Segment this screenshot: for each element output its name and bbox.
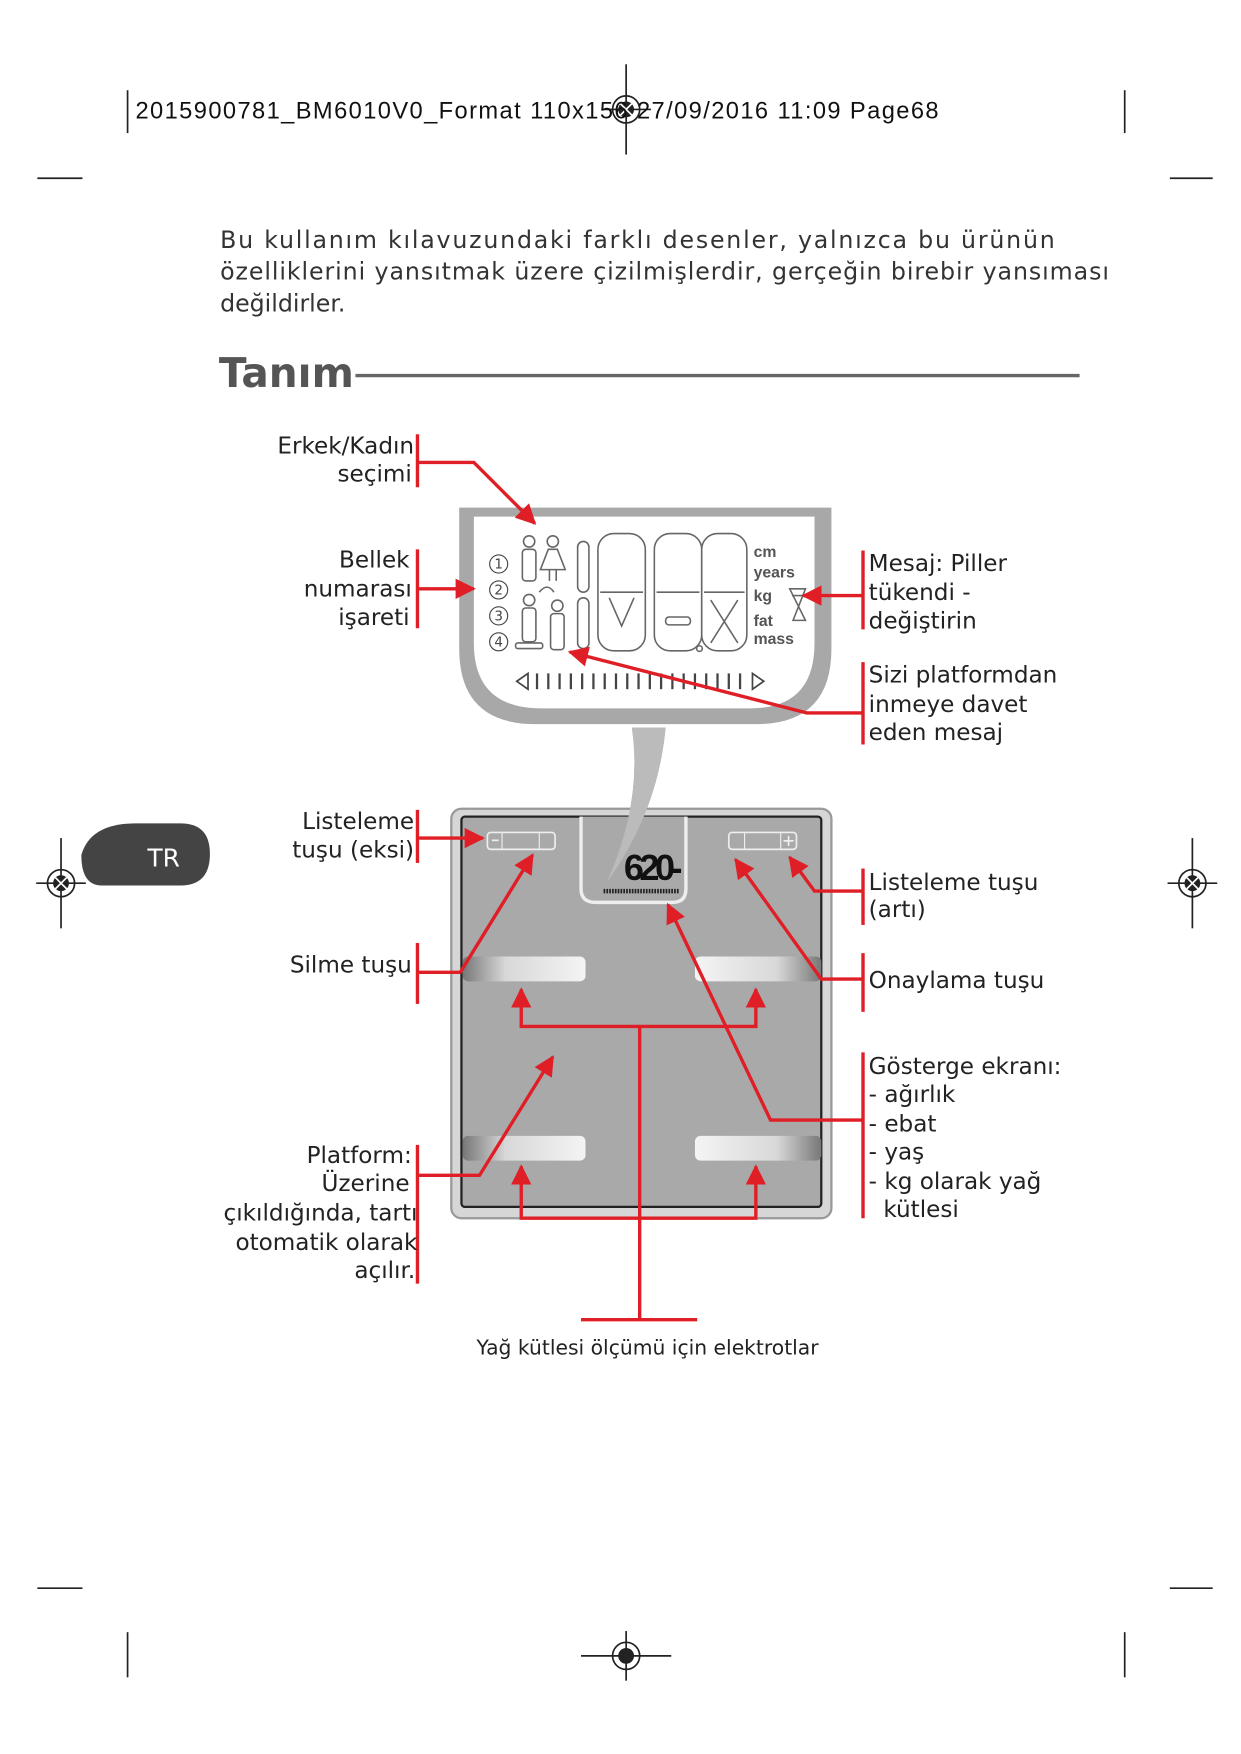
- language-tab: TR: [81, 823, 210, 886]
- section-title: Tanım: [219, 349, 354, 397]
- svg-text:Gösterge ekranı:: Gösterge ekranı:: [869, 1054, 1062, 1080]
- scale-reading: 620-: [624, 847, 683, 888]
- confirm-list-plus-buttons[interactable]: [727, 831, 798, 851]
- svg-text:seçimi: seçimi: [337, 462, 411, 488]
- unit-fat: fat: [754, 613, 774, 630]
- crop-marks: [37, 90, 1213, 1678]
- svg-text:Listeleme tuşu: Listeleme tuşu: [869, 870, 1039, 896]
- svg-text:Sizi platformdan: Sizi platformdan: [869, 662, 1058, 688]
- electrode-top-left: [462, 956, 586, 982]
- svg-text:Silme tuşu: Silme tuşu: [290, 952, 412, 978]
- svg-text:işareti: işareti: [338, 605, 409, 631]
- svg-text:çıkıldığında, tartı: çıkıldığında, tartı: [224, 1200, 418, 1226]
- svg-text:numarası: numarası: [304, 577, 412, 603]
- registration-mark-icon: [581, 1631, 672, 1681]
- svg-text:kütlesi: kütlesi: [869, 1197, 959, 1223]
- female-icon: [539, 534, 567, 581]
- electrode-bottom-right: [694, 1135, 822, 1161]
- registration-mark-icon: [1166, 837, 1219, 930]
- unit-kg: kg: [754, 588, 772, 605]
- svg-text:- ebat: - ebat: [869, 1111, 937, 1137]
- svg-text:4: 4: [494, 634, 503, 650]
- svg-text:inmeye davet: inmeye davet: [869, 692, 1028, 718]
- plus-icon: [783, 835, 794, 846]
- male-icon: [521, 534, 537, 582]
- callout-labels: Erkek/Kadın seçimi Bellek numarası işare…: [224, 433, 419, 1284]
- svg-text:- ağırlık: - ağırlık: [869, 1082, 956, 1108]
- svg-text:tuşu (eksi): tuşu (eksi): [292, 837, 414, 863]
- unit-cm: cm: [754, 544, 777, 561]
- svg-text:Platform:: Platform:: [307, 1143, 412, 1169]
- scale-illustration: 620-: [450, 727, 833, 1220]
- unit-years: years: [754, 565, 795, 582]
- svg-text:3: 3: [494, 608, 503, 624]
- unit-mass: mass: [754, 631, 795, 648]
- svg-text:Listeleme: Listeleme: [302, 809, 414, 835]
- registration-mark-icon: [35, 837, 87, 930]
- svg-text:tükendi -: tükendi -: [869, 580, 971, 606]
- seven-segment-digits: [576, 532, 748, 653]
- callout-labels-right: Mesaj: Piller tükendi - değiştirin Sizi …: [869, 551, 1062, 1223]
- svg-text:(artı): (artı): [869, 897, 926, 923]
- svg-text:eden mesaj: eden mesaj: [869, 720, 1003, 746]
- svg-text:TR: TR: [146, 843, 179, 872]
- svg-text:Mesaj: Piller: Mesaj: Piller: [869, 551, 1008, 577]
- svg-text:- yaş: - yaş: [869, 1140, 925, 1166]
- svg-text:Onaylama tuşu: Onaylama tuşu: [869, 968, 1045, 994]
- print-header: 2015900781_BM6010V0_Format 110x156 27/09…: [135, 98, 938, 124]
- electrode-bottom-left: [462, 1135, 586, 1161]
- svg-text:2: 2: [494, 582, 503, 598]
- intro-line-2: özelliklerini yansıtmak üzere çizilmişle…: [220, 258, 1109, 286]
- intro-line-1: Bu kullanım kılavuzundaki farklı desenle…: [220, 226, 1055, 254]
- memory-number-icons: 1 2 3 4: [489, 554, 509, 652]
- svg-text:1: 1: [494, 556, 503, 572]
- electrodes-caption: Yağ kütlesi ölçümü için elektrotlar: [476, 1336, 820, 1360]
- svg-text:Erkek/Kadın: Erkek/Kadın: [277, 433, 414, 459]
- svg-text:Bellek: Bellek: [339, 547, 410, 573]
- svg-text:Üzerine: Üzerine: [322, 1169, 410, 1197]
- svg-text:- kg olarak yağ: - kg olarak yağ: [869, 1169, 1042, 1195]
- progress-ticks: [515, 671, 766, 691]
- person-on-scale-icon: [514, 593, 544, 650]
- callout-lines: [415, 434, 865, 1322]
- svg-text:otomatik olarak: otomatik olarak: [235, 1230, 418, 1256]
- intro-line-3: değildirler.: [220, 289, 345, 317]
- svg-text:değiştirin: değiştirin: [869, 608, 977, 634]
- svg-text:açılır.: açılır.: [354, 1258, 415, 1284]
- electrode-top-right: [694, 956, 822, 982]
- person-stepping-off-icon: [538, 586, 565, 651]
- list-minus-delete-buttons[interactable]: [486, 831, 556, 851]
